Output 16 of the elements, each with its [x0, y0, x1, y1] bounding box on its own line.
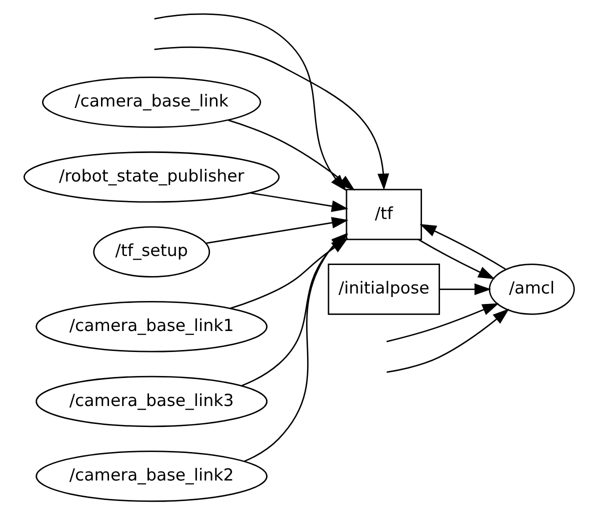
node-ellipse: /camera_base_link1: [35, 301, 268, 352]
node-ellipse: /camera_base_link3: [35, 376, 268, 428]
node-ellipse: /tf_setup: [92, 226, 210, 278]
node-box: /tf: [345, 188, 422, 240]
arrow: [386, 308, 509, 373]
arrow: [438, 283, 491, 296]
arrow: [417, 238, 494, 280]
arrow: [206, 216, 348, 244]
node-ellipse: /camera_base_link2: [35, 450, 268, 502]
arrow: [386, 303, 498, 342]
node-box: /initialpose: [327, 264, 440, 315]
node-ellipse: /camera_base_link: [42, 76, 261, 128]
arrow: [419, 224, 506, 270]
node-ellipse: /amcl: [488, 264, 574, 315]
arrow: [250, 192, 348, 212]
node-ellipse: /robot_state_publisher: [23, 151, 280, 203]
